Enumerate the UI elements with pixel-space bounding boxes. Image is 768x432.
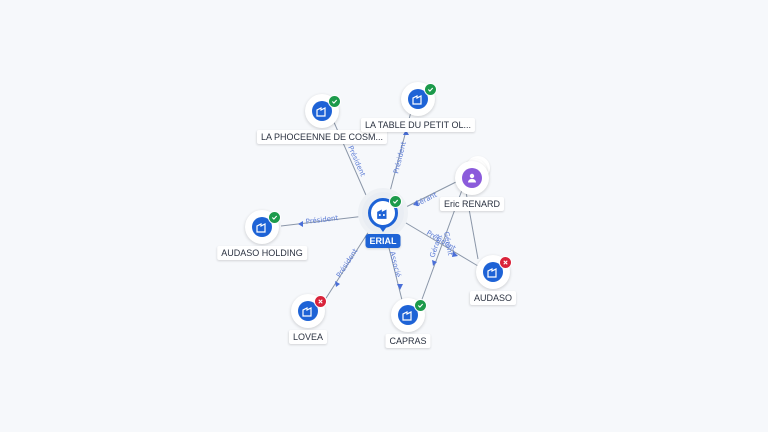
edge-erial-lovea xyxy=(320,227,372,307)
edge-erial-person xyxy=(399,179,461,211)
edge-label-table: Président xyxy=(392,141,408,175)
node-label-phoceenne: LA PHOCEENNE DE COSM... xyxy=(256,130,388,144)
company-icon xyxy=(312,101,332,121)
edge-label-capras: Associé xyxy=(388,251,402,279)
arrow-audaso-holding xyxy=(298,221,303,227)
company-icon xyxy=(408,89,428,109)
node-label-lovea: LOVEA xyxy=(288,330,328,344)
arrow-person-erial xyxy=(413,200,419,206)
arrow-capras xyxy=(397,284,403,290)
check-icon xyxy=(328,95,341,108)
cross-icon xyxy=(314,295,327,308)
check-icon xyxy=(389,195,402,208)
pin-marker xyxy=(378,225,388,232)
check-icon xyxy=(414,299,427,312)
cross-icon xyxy=(499,256,512,269)
company-icon xyxy=(298,301,318,321)
edge-label-lovea: Président xyxy=(335,247,360,279)
check-icon xyxy=(424,83,437,96)
edge-label-audaso-holding: Président xyxy=(305,214,339,226)
arrow-lovea xyxy=(335,281,340,287)
node-label-audaso-holding: AUDASO HOLDING xyxy=(217,246,307,260)
edge-erial-audaso xyxy=(400,219,479,267)
arrow-table xyxy=(403,130,409,135)
person-icon xyxy=(462,168,482,188)
arrow-person-capras xyxy=(432,260,437,266)
company-icon xyxy=(483,262,503,282)
arrow-audaso xyxy=(452,251,458,257)
edge-label-person-erial: Gérant xyxy=(413,191,438,209)
company-icon xyxy=(398,305,418,325)
edge-erial-audaso-holding xyxy=(280,215,366,227)
node-label-table: LA TABLE DU PETIT OL... xyxy=(360,118,476,132)
check-icon xyxy=(268,211,281,224)
company-icon xyxy=(252,217,272,237)
node-label-erial: ERIAL xyxy=(365,234,401,248)
node-label-audaso: AUDASO xyxy=(469,291,517,305)
node-label-eric-renard: Eric RENARD xyxy=(439,197,505,211)
node-label-capras: CAPRAS xyxy=(385,334,431,348)
